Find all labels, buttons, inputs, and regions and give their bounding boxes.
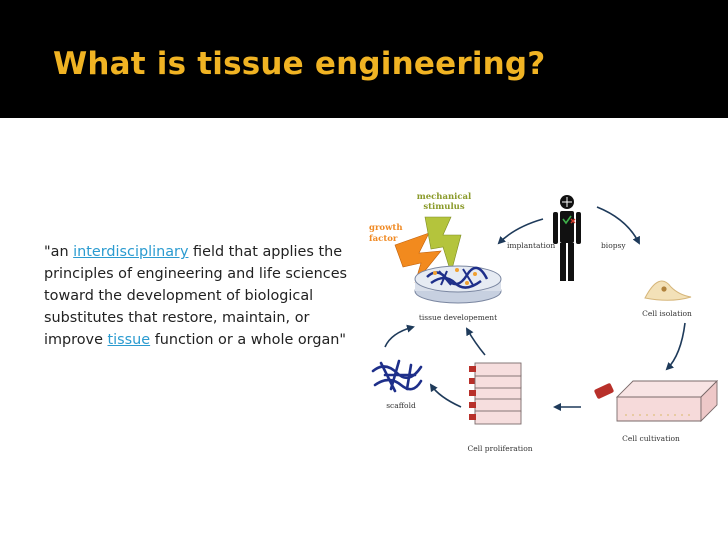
- implantation-label: implantation: [507, 241, 555, 250]
- interdisciplinary-link[interactable]: interdisciplinary: [73, 244, 189, 260]
- human-figure-icon: [553, 195, 581, 281]
- title-bar: [0, 0, 728, 118]
- scaffold-label: scaffold: [386, 401, 416, 410]
- biopsy-label: biopsy: [601, 241, 626, 250]
- mechanical-stimulus-label: mechanical: [417, 192, 472, 202]
- cell-isolation-label: Cell isolation: [642, 309, 692, 318]
- scaffold-icon: [371, 359, 423, 393]
- definition-part-3: function or a whole organ": [150, 332, 347, 348]
- definition-text: "an interdisciplinary field that applies…: [44, 241, 356, 351]
- growth-factor-bolt-icon: [394, 232, 442, 284]
- isolated-cell-icon: [644, 280, 692, 301]
- tissue-development-label: tissue developement: [419, 313, 497, 322]
- arrow-implantation: [497, 218, 544, 245]
- definition-part-2: field that applies the principles of eng…: [44, 244, 348, 348]
- tissue-link[interactable]: tissue: [107, 332, 151, 348]
- cycle-arrows: [384, 206, 686, 411]
- tissue-engineering-cycle-diagram: mechanical stimulus growth factor tissue…: [369, 192, 719, 453]
- cell-cultivation-flask-icon: [594, 379, 719, 423]
- arrow-proliferation-to-scaffold: [429, 383, 462, 408]
- mechanical-stimulus-bolt-icon: [424, 216, 462, 275]
- arrow-proliferation-to-dish: [466, 327, 486, 356]
- tissue-petri-dish-icon: [414, 265, 502, 304]
- arrow-scaffold-to-dish: [384, 324, 415, 348]
- arrow-biopsy: [596, 206, 640, 245]
- cell-proliferation-label: Cell proliferation: [467, 444, 532, 453]
- definition-part-1: "an: [44, 244, 74, 260]
- page-title: What is tissue engineering?: [53, 46, 546, 82]
- growth-factor-label-2: factor: [369, 234, 398, 244]
- cell-cultivation-label: Cell cultivation: [622, 434, 680, 443]
- mechanical-stimulus-label-2: stimulus: [423, 202, 465, 212]
- growth-factor-label: growth: [369, 223, 403, 233]
- cell-proliferation-flasks-icon: [469, 362, 522, 425]
- arrow-isolation-to-cultivation: [665, 322, 686, 371]
